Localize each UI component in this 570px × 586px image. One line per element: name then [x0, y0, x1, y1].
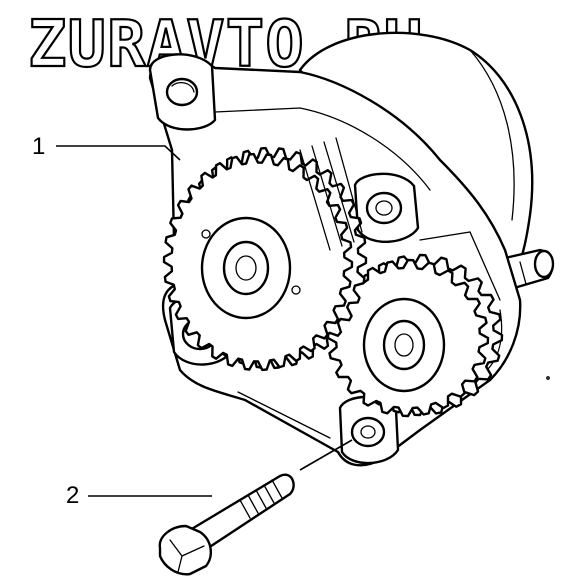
callout-2-number: 2 [66, 482, 79, 509]
mount-boss-top [148, 53, 217, 131]
driven-gear-center [394, 333, 414, 357]
callout-1: 1 [32, 133, 181, 161]
drive-gear-bore [222, 240, 270, 296]
pump-shaft [503, 248, 555, 290]
mounting-bolt [158, 473, 295, 576]
drive-gear-pin-hole [201, 229, 211, 239]
driven-gear-bore [382, 319, 426, 371]
mount-boss-bottom [338, 395, 400, 465]
callout-1-leader [56, 145, 181, 161]
drive-gear-pin-hole-2 [291, 285, 301, 295]
bolt-shank [188, 473, 295, 554]
drive-gear [162, 146, 368, 372]
callout-2: 2 [66, 439, 353, 509]
bolt-axis-leader [299, 439, 353, 471]
drive-gear-center [235, 255, 257, 281]
driven-gear [326, 253, 504, 418]
mount-boss-right [353, 172, 420, 244]
bolt-threads [239, 479, 283, 519]
callout-1-number: 1 [32, 133, 45, 160]
bolt-head [158, 524, 212, 576]
gear-mesh-lines [299, 137, 363, 251]
